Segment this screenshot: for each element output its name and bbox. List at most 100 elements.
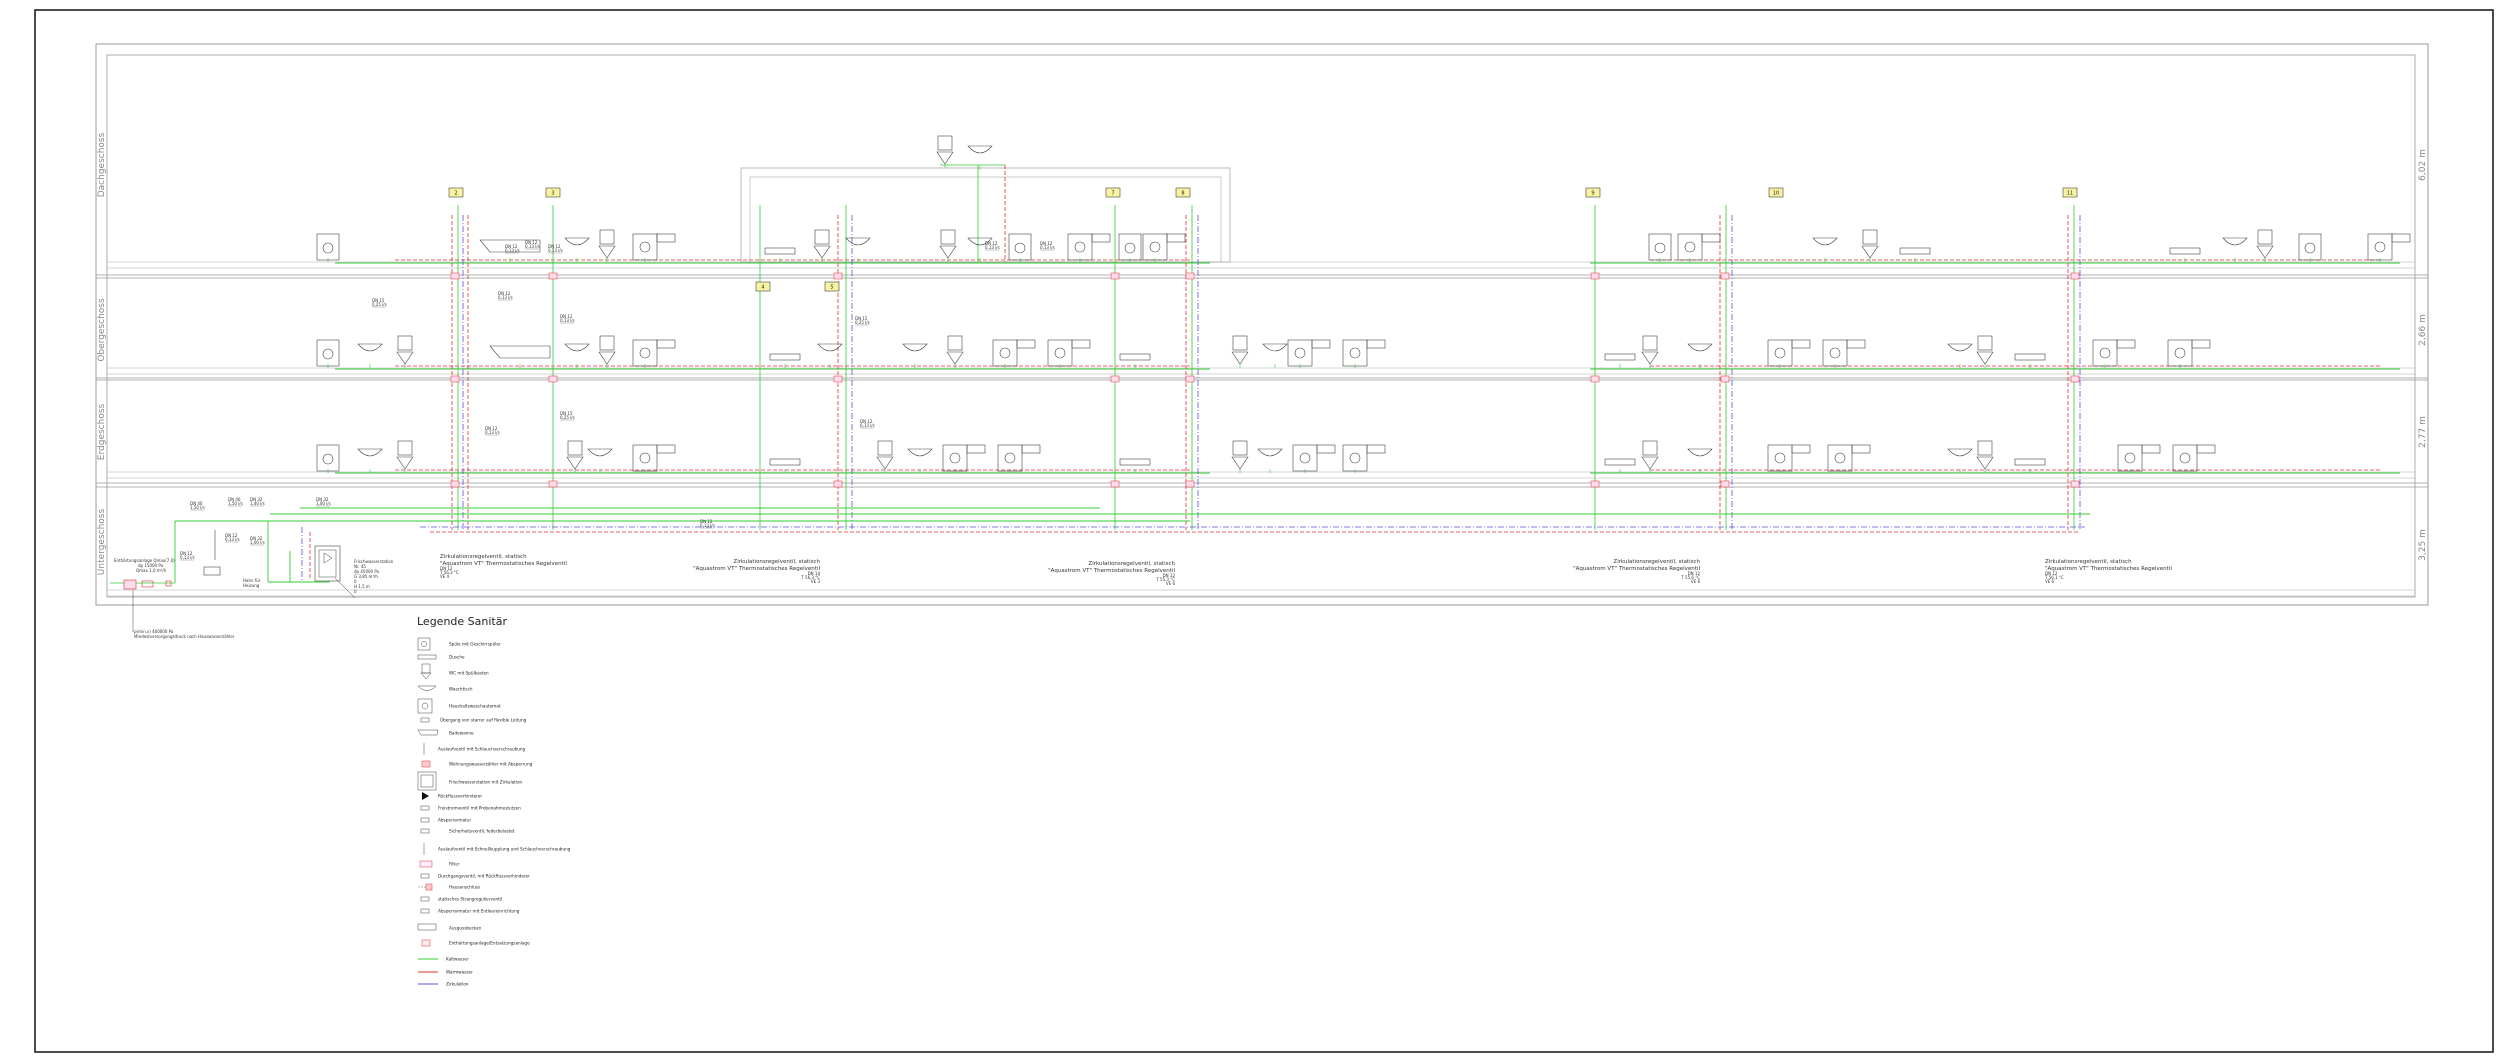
dn-size-label: DN 32 bbox=[250, 497, 263, 502]
kitchen-sink-icon bbox=[2092, 339, 2118, 367]
wc-bowl-icon bbox=[813, 245, 831, 259]
floor-height-dachgeschoss: 6,02 m bbox=[2418, 149, 2428, 181]
washing-machine-icon bbox=[1648, 233, 1672, 261]
sink-bowl-icon bbox=[1349, 452, 1361, 464]
valve-ve: VE 3 bbox=[811, 579, 821, 584]
valve-title: Zirkulationsregelventil, statisch bbox=[1088, 561, 1175, 567]
wc-bowl-icon bbox=[1231, 351, 1249, 365]
basin-fixture bbox=[1947, 448, 1973, 473]
basin-fixture bbox=[1947, 343, 1973, 368]
sink-fixture bbox=[1342, 444, 1386, 473]
apartment-meter-icon bbox=[1185, 480, 1195, 488]
basin-fixture bbox=[587, 448, 613, 473]
kitchen-sink-icon bbox=[1342, 339, 1368, 367]
wc-bowl-icon bbox=[1641, 456, 1659, 470]
apartment-meter-icon bbox=[1590, 480, 1600, 488]
sink-bowl-icon bbox=[2179, 452, 2191, 464]
kitchen-sink-icon bbox=[1342, 444, 1368, 472]
dn-size-label: DN 40 bbox=[190, 501, 203, 506]
shower-fixture bbox=[1119, 458, 1151, 473]
floor-label-untergeschoss: Untergeschoss bbox=[97, 509, 107, 576]
softener-line-2: dp 15000 Pa bbox=[138, 563, 164, 568]
legend-item-label: Absperrarmatur bbox=[438, 818, 471, 823]
legend-item-label: statisches Strangregulierventil bbox=[438, 897, 502, 902]
unit-tag-box bbox=[824, 281, 840, 292]
washer-fixture bbox=[2298, 233, 2322, 262]
kitchen-sink-icon bbox=[992, 339, 1018, 367]
apartment-meter-icon bbox=[1720, 272, 1730, 280]
sink-icon bbox=[417, 637, 431, 651]
shower-tray-icon bbox=[1604, 458, 1636, 466]
dishwasher-icon bbox=[1166, 233, 1186, 243]
washer-fixture bbox=[1648, 233, 1672, 262]
supply-pressure-line-1: p(min,v) 400000 Pa bbox=[134, 629, 174, 634]
flow-rate-label: 1,00 l/s bbox=[250, 540, 265, 545]
dishwasher-icon bbox=[1846, 339, 1866, 349]
washing-machine-icon bbox=[316, 233, 340, 261]
softener-icon bbox=[421, 939, 431, 947]
sink-fixture bbox=[1292, 444, 1336, 473]
kitchen-sink-icon bbox=[632, 444, 658, 472]
valve-ve: VE 4 bbox=[440, 574, 450, 579]
basin-fixture bbox=[564, 343, 590, 368]
apartment-meter-icon bbox=[2070, 375, 2080, 383]
washing-machine-icon bbox=[1008, 233, 1032, 261]
valve-temperature: T 56,1 °C bbox=[2044, 575, 2064, 580]
kitchen-sink-icon bbox=[1822, 339, 1848, 367]
unit-tag-box bbox=[1585, 187, 1601, 198]
legend-item-label: Enthärtungsanlage/Entsalzungsanlage bbox=[449, 941, 530, 946]
apartment-meter-icon bbox=[1110, 480, 1120, 488]
washing-machine-drum-icon bbox=[2304, 242, 2316, 254]
wc-bowl-icon bbox=[936, 151, 954, 165]
sink-fixture bbox=[1767, 444, 1811, 473]
wc-cistern-icon bbox=[397, 440, 413, 456]
station-inner bbox=[318, 549, 337, 578]
meter-icon bbox=[421, 760, 431, 768]
apartment-meter-icon bbox=[1590, 375, 1600, 383]
kitchen-sink-icon bbox=[632, 233, 658, 261]
apartment-meter-icon bbox=[450, 480, 460, 488]
apartment-meter-icon bbox=[2070, 480, 2080, 488]
sink-fixture bbox=[1822, 339, 1866, 368]
sink-fixture bbox=[1287, 339, 1331, 368]
sink-bowl-icon bbox=[639, 347, 651, 359]
checkvalve-icon bbox=[420, 873, 430, 879]
station-line-2: Nr. 45 bbox=[354, 564, 366, 569]
sink-bowl-icon bbox=[1834, 452, 1846, 464]
wc-fixture bbox=[598, 335, 616, 368]
flow-rate-label: 0,13 l/s bbox=[180, 555, 195, 560]
sink-bowl-icon bbox=[421, 641, 427, 647]
dishwasher-icon bbox=[2196, 444, 2216, 454]
legend-item-label: Haushaltswaschautomat bbox=[449, 704, 501, 709]
softener-line-3: Qmax 1,0 m³/h bbox=[136, 568, 167, 573]
wc-fixture bbox=[2256, 229, 2274, 262]
dn-size-label: DN 12 bbox=[560, 314, 573, 319]
wc-cistern-icon bbox=[599, 229, 615, 245]
circulation-valve-note: Zirkulationsregelventil, statisch"Aquast… bbox=[693, 559, 820, 584]
circulation-valve-note: Zirkulationsregelventil, statisch"Aquast… bbox=[1048, 561, 1175, 586]
basin-fixture bbox=[902, 343, 928, 368]
wc-fixture bbox=[813, 229, 831, 262]
sink-bowl-icon bbox=[1149, 241, 1161, 253]
wc-bowl-icon bbox=[2256, 245, 2274, 259]
valve-title: Zirkulationsregelventil, statisch bbox=[733, 559, 820, 565]
washing-machine-icon bbox=[316, 339, 340, 367]
floor-height-untergeschoss: 3,25 m bbox=[2418, 529, 2428, 561]
washing-machine-icon bbox=[316, 444, 340, 472]
dn-size-label: DN 12 bbox=[1040, 241, 1053, 246]
apartment-meter-icon bbox=[1720, 480, 1730, 488]
floor-label-obergeschoss: Obergeschoss bbox=[97, 298, 107, 362]
apartment-meter-icon bbox=[450, 375, 460, 383]
washbasin-icon bbox=[967, 237, 993, 246]
floor-height-obergeschoss: 2,66 m bbox=[2418, 314, 2428, 346]
softener-line-1: Enthärtungsanlage Qmax(7,0) bbox=[114, 558, 175, 563]
sink-bowl-icon bbox=[1774, 452, 1786, 464]
basin-fixture bbox=[817, 343, 843, 368]
shower-tray-icon bbox=[769, 353, 801, 361]
attic-roof-frame-inner bbox=[749, 176, 1222, 263]
sink-fixture bbox=[2367, 233, 2411, 262]
wc-cistern-icon bbox=[1232, 440, 1248, 456]
wc-fixture bbox=[936, 135, 954, 168]
apartment-meter-icon bbox=[548, 480, 558, 488]
kitchen-sink-icon bbox=[1827, 444, 1853, 472]
